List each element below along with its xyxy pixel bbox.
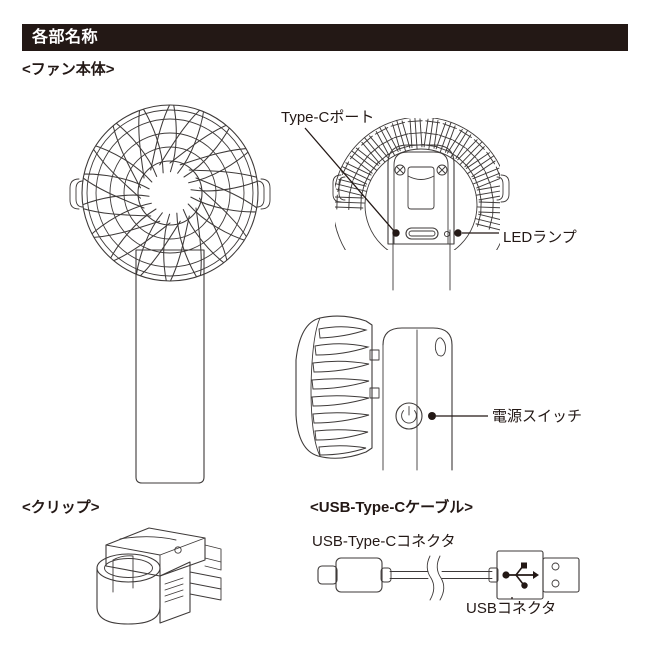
leader-line-type-c-port: [304, 127, 395, 232]
callout-label-power-switch: 電源スイッチ: [492, 408, 583, 425]
usb-cable-illustration: [317, 550, 580, 601]
fan-side-view: [295, 315, 488, 471]
fan-rear-view: [304, 118, 510, 291]
cable-break-mark: [426, 555, 435, 601]
section-label-fan-body: <ファン本体>: [22, 61, 115, 78]
anchor-dot-power-switch: [428, 412, 436, 420]
usb-logo-icon: [502, 562, 539, 589]
clip-illustration: [96, 527, 222, 625]
callout-label-usb-type-c-connector: USB-Type-Cコネクタ: [312, 533, 456, 550]
fan-front-view: [69, 104, 271, 484]
callout-label-led-lamp: LEDランプ: [503, 229, 577, 246]
page-title: 各部名称: [32, 28, 99, 46]
callout-label-usb-connector: USBコネクタ: [466, 600, 557, 617]
cable-break-mark: [436, 555, 445, 601]
section-label-cable: <USB-Type-Cケーブル>: [310, 499, 474, 516]
callout-label-type-c-port: Type-Cポート: [281, 109, 375, 126]
section-header-bar: 各部名称: [22, 24, 628, 51]
anchor-dot-led-lamp: [454, 229, 462, 237]
power-icon: [401, 406, 417, 424]
section-label-clip: <クリップ>: [22, 499, 100, 516]
anchor-dot-type-c-port: [392, 229, 400, 237]
